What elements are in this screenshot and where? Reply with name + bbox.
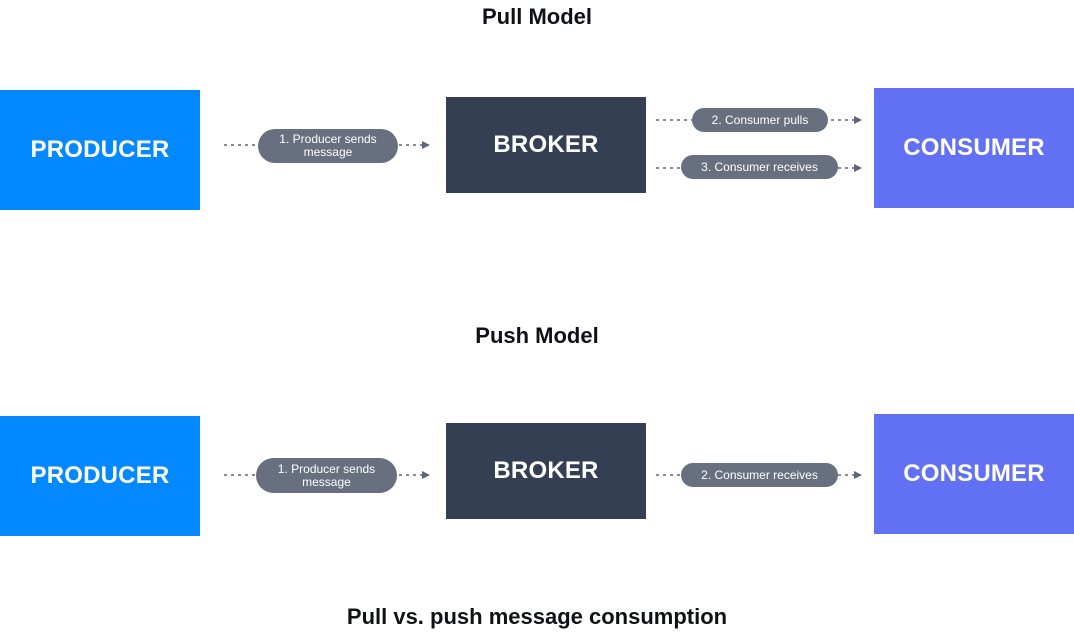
pull-step3-label: 3. Consumer receives (701, 159, 818, 174)
push-broker-label: BROKER (493, 457, 599, 484)
push-broker-box: BROKER (446, 423, 646, 519)
pull-model-title: Pull Model (482, 4, 592, 29)
push-step2-pill: 2. Consumer receives (681, 463, 838, 487)
pull-producer-box: PRODUCER (0, 90, 200, 210)
pull-consumer-box: CONSUMER (874, 88, 1074, 208)
push-producer-label: PRODUCER (30, 462, 170, 489)
push-step1-pill: 1. Producer sends message (256, 458, 397, 493)
pull-step3-pill: 3. Consumer receives (681, 155, 838, 179)
push-producer-box: PRODUCER (0, 416, 200, 536)
diagram-caption: Pull vs. push message consumption (346, 604, 728, 629)
pull-broker-box: BROKER (446, 97, 646, 193)
push-model-title: Push Model (475, 323, 599, 348)
pull-producer-label: PRODUCER (30, 136, 170, 163)
push-step1-label: 1. Producer sends message (277, 461, 376, 489)
push-step2-label: 2. Consumer receives (701, 467, 818, 482)
pull-broker-label: BROKER (493, 131, 599, 158)
pull-step2-pill: 2. Consumer pulls (692, 108, 828, 132)
pull-step1-pill: 1. Producer sends message (258, 129, 398, 163)
push-consumer-box: CONSUMER (874, 414, 1074, 534)
pull-step2-label: 2. Consumer pulls (711, 112, 809, 127)
pull-step1-label: 1. Producer sends message (279, 132, 377, 159)
pull-consumer-label: CONSUMER (903, 134, 1045, 161)
push-consumer-label: CONSUMER (903, 460, 1045, 487)
